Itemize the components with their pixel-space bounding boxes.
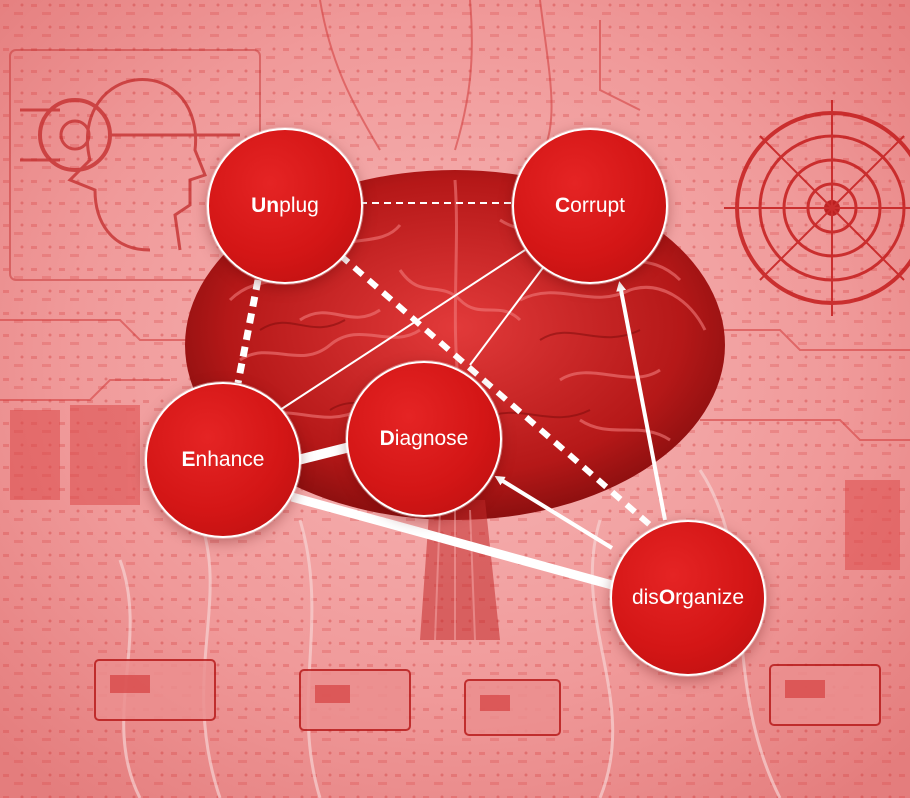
node-unplug[interactable]: Unplug: [207, 128, 363, 284]
node-disorganize[interactable]: disOrganize: [610, 520, 766, 676]
radar-target-graphic: [724, 100, 910, 316]
node-enhance-label: Enhance: [181, 448, 265, 471]
node-corrupt-label: Corrupt: [554, 194, 626, 217]
node-diagnose[interactable]: Diagnose: [346, 361, 502, 517]
node-unplug-label: Unplug: [251, 194, 319, 217]
node-enhance[interactable]: Enhance: [145, 382, 301, 538]
node-corrupt[interactable]: Corrupt: [512, 128, 668, 284]
node-disorganize-label: disOrganize: [631, 586, 745, 609]
node-diagnose-label: Diagnose: [379, 427, 469, 450]
